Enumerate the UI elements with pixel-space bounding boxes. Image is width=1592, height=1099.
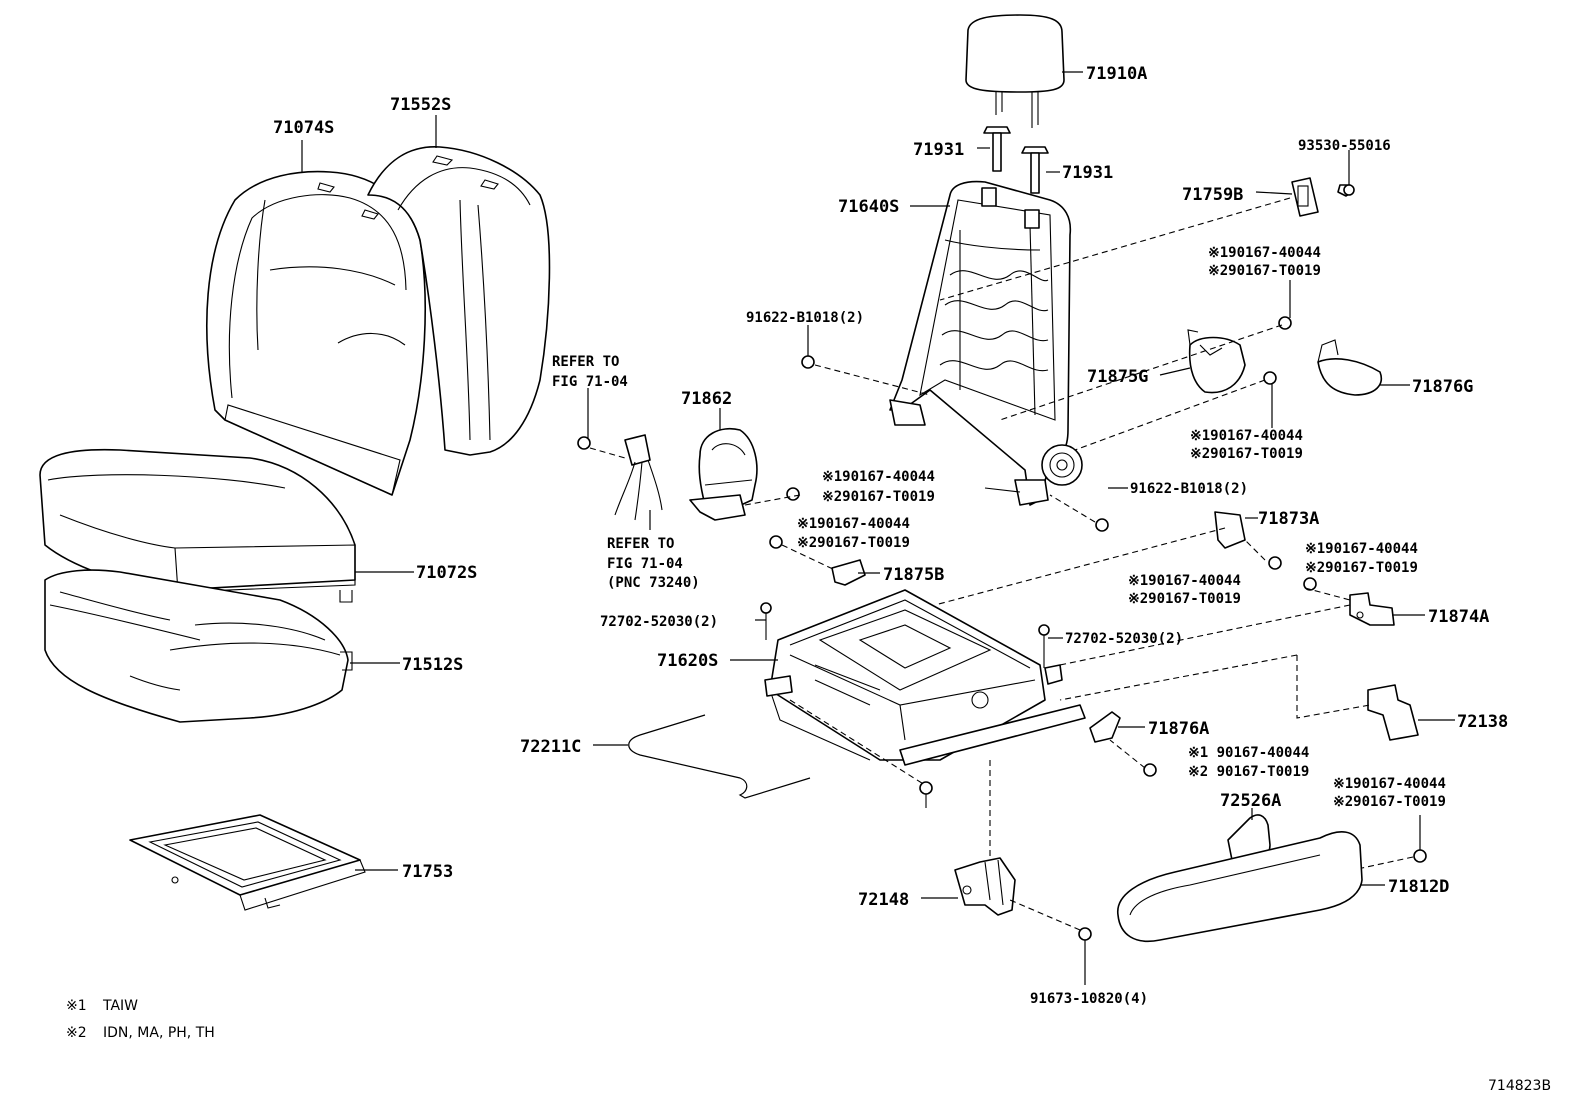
cover-71876G-drawing — [1317, 339, 1382, 396]
side-shield-71812D-drawing — [1117, 831, 1363, 942]
label-71862: 71862 — [681, 389, 732, 409]
bolt-note-h2: ※290167-T0019 — [1333, 794, 1446, 810]
label-71875B: 71875B — [883, 565, 944, 585]
bolt-note-h1: ※190167-40044 — [1333, 776, 1446, 792]
cushion-cover-drawing — [39, 448, 356, 603]
label-71873A: 71873A — [1258, 509, 1319, 529]
legend-text-2: IDN, MA, PH, TH — [103, 1025, 215, 1041]
part-labels: 71074S 71552S 71072S 71512S 71753 71910A… — [273, 64, 1508, 1007]
seatback-frame-drawing — [889, 180, 1083, 506]
bolt-note-b1: ※190167-40044 — [1190, 428, 1303, 444]
label-91622-B1018-a: 91622-B1018(2) — [746, 310, 864, 326]
label-71074S: 71074S — [273, 118, 334, 138]
label-72702-52030-b: 72702-52030(2) — [1065, 631, 1183, 647]
legend-mark-2: ※2 — [66, 1025, 87, 1041]
leader-lines — [301, 71, 1455, 985]
label-71875G: 71875G — [1087, 367, 1148, 387]
label-72138: 72138 — [1457, 712, 1508, 732]
bolt-note-b2: ※290167-T0019 — [1190, 446, 1303, 462]
cushion-frame-drawing — [129, 814, 366, 911]
bolt-note-e2: ※290167-T0019 — [1305, 560, 1418, 576]
label-71931-a: 71931 — [913, 140, 964, 160]
bolt-note-g2: ※2 90167-T0019 — [1188, 764, 1309, 780]
cover-71875G-drawing — [1187, 329, 1246, 394]
label-72526A: 72526A — [1220, 791, 1281, 811]
label-71931-b: 71931 — [1062, 163, 1113, 183]
bolt-note-a2: ※290167-T0019 — [1208, 263, 1321, 279]
label-71640S: 71640S — [838, 197, 899, 217]
knob-drawing — [1291, 177, 1353, 217]
bolt-note-d2: ※290167-T0019 — [797, 535, 910, 551]
cover-71875B-drawing — [831, 559, 866, 586]
label-72148: 72148 — [858, 890, 909, 910]
bolt-note-c1: ※190167-40044 — [822, 469, 935, 485]
label-71812D: 71812D — [1388, 877, 1449, 897]
headrest-drawing — [965, 14, 1065, 128]
label-71876G: 71876G — [1412, 377, 1473, 397]
label-91622-B1018-b: 91622-B1018(2) — [1130, 481, 1248, 497]
label-71753: 71753 — [402, 862, 453, 882]
refer1-line1: REFER TO — [552, 354, 619, 370]
refer-notes: REFER TO FIG 71-04 REFER TO FIG 71-04 (P… — [552, 354, 700, 591]
label-93530-55016: 93530-55016 — [1298, 138, 1391, 154]
belt-buckle-drawing — [614, 434, 663, 521]
figure-id: 714823B — [1488, 1078, 1551, 1094]
bracket-72148-drawing — [954, 857, 1016, 916]
bolt-notes: ※190167-40044 ※290167-T0019 ※190167-4004… — [797, 245, 1446, 810]
part-71873A-drawing — [1214, 511, 1246, 549]
assembly-lines — [589, 197, 1414, 931]
label-71759B: 71759B — [1182, 185, 1243, 205]
label-71072S: 71072S — [416, 563, 477, 583]
label-72702-52030-a: 72702-52030(2) — [600, 614, 718, 630]
bolt-note-g1: ※1 90167-40044 — [1188, 745, 1309, 761]
seat-track-drawing — [764, 589, 1086, 766]
refer2-line1: REFER TO — [607, 536, 674, 552]
cushion-pad-drawing — [44, 569, 353, 723]
bolt-note-c2: ※290167-T0019 — [822, 489, 935, 505]
label-91673-10820: 91673-10820(4) — [1030, 991, 1148, 1007]
part-71862-drawing — [689, 428, 758, 521]
seatback-pad-drawing — [367, 146, 551, 456]
label-72211C: 72211C — [520, 737, 581, 757]
label-71910A: 71910A — [1086, 64, 1147, 84]
bolt-note-e1: ※190167-40044 — [1305, 541, 1418, 557]
refer1-line2: FIG 71-04 — [552, 374, 628, 390]
part-71874A-drawing — [1349, 592, 1395, 626]
legend-text-1: TAIW — [102, 998, 138, 1014]
part-72138-drawing — [1367, 684, 1419, 741]
legend: ※1 TAIW ※2 IDN, MA, PH, TH — [66, 998, 215, 1041]
bolt-note-a1: ※190167-40044 — [1208, 245, 1321, 261]
part-71876A-drawing — [1089, 711, 1121, 743]
bolt-note-f1: ※190167-40044 — [1128, 573, 1241, 589]
label-71620S: 71620S — [657, 651, 718, 671]
label-71552S: 71552S — [390, 95, 451, 115]
label-71874A: 71874A — [1428, 607, 1489, 627]
label-71512S: 71512S — [402, 655, 463, 675]
legend-mark-1: ※1 — [66, 998, 87, 1014]
refer2-line2: FIG 71-04 — [607, 556, 683, 572]
refer2-line3: (PNC 73240) — [607, 575, 700, 591]
label-71876A: 71876A — [1148, 719, 1209, 739]
headrest-guide-drawings — [983, 126, 1049, 194]
wire-72211C-drawing — [628, 714, 811, 799]
bolt-note-f2: ※290167-T0019 — [1128, 591, 1241, 607]
seatback-cover-drawing — [206, 170, 426, 496]
bolt-note-d1: ※190167-40044 — [797, 516, 910, 532]
